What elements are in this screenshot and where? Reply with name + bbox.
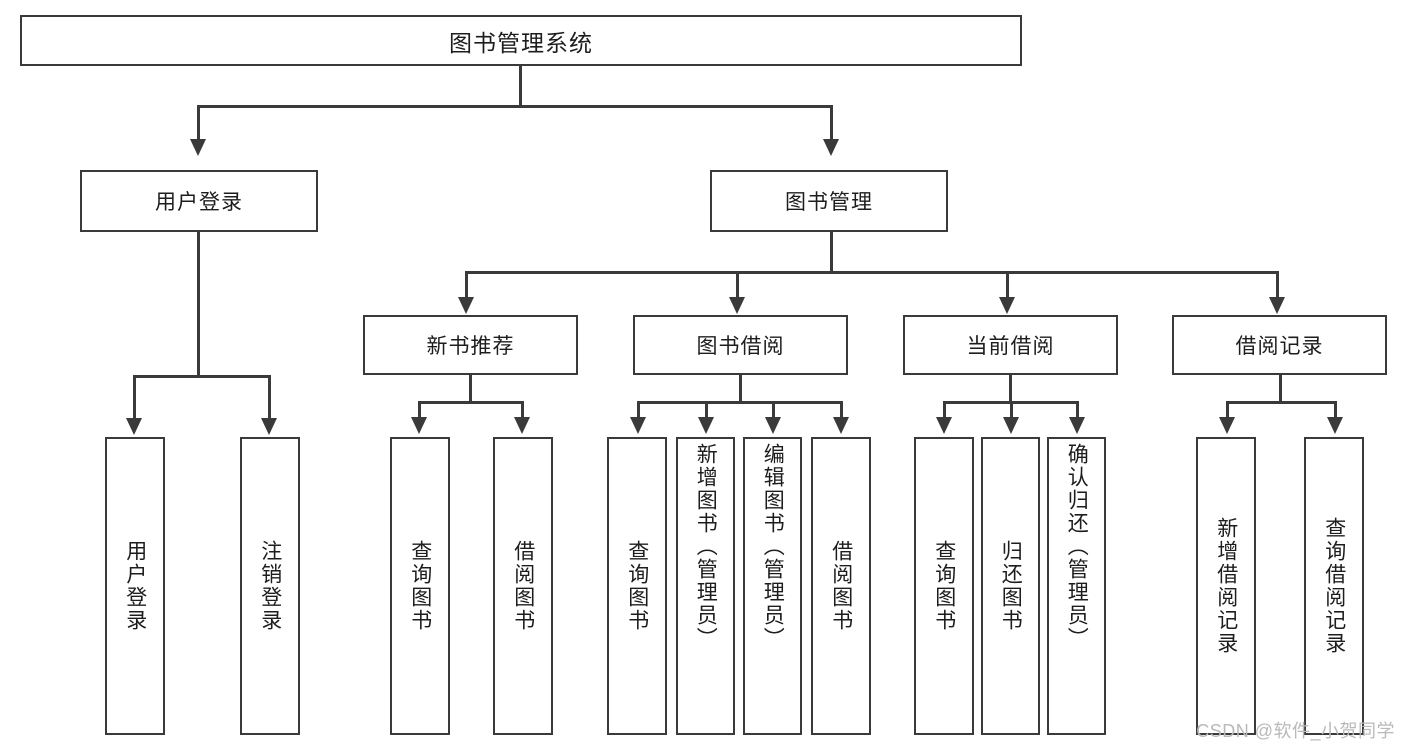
arrow-to-leaf-add-book — [698, 417, 714, 434]
connector-new-book-left — [418, 401, 421, 419]
leaf-query-book-current[interactable]: 查询图书 — [914, 437, 974, 735]
connector-book-management-bus — [465, 271, 1277, 274]
leaf-label: 用户登录 — [123, 540, 147, 632]
leaf-add-book[interactable]: 新增图书（管理员） — [676, 437, 735, 735]
leaf-query-borrow-record[interactable]: 查询借阅记录 — [1304, 437, 1364, 735]
node-label: 借阅记录 — [1235, 335, 1324, 358]
connector-bm-to-new-book — [465, 271, 468, 299]
leaf-label: 查询借阅记录 — [1322, 517, 1346, 655]
leaf-label: 注销登录 — [258, 540, 282, 632]
leaf-borrow-book-recommend[interactable]: 借阅图书 — [493, 437, 553, 735]
connector-cb-c1 — [943, 401, 946, 419]
leaf-user-login[interactable]: 用户登录 — [105, 437, 165, 735]
arrow-to-leaf-query-book-3 — [936, 417, 952, 434]
node-label: 用户登录 — [155, 191, 243, 214]
connector-cb-c3 — [1076, 401, 1079, 419]
arrow-to-leaf-confirm-return — [1069, 417, 1085, 434]
leaf-label: 借阅图书 — [829, 540, 853, 632]
connector-new-book-stem — [469, 375, 472, 402]
arrow-to-borrow-record — [1269, 297, 1285, 314]
connector-user-login-stem — [197, 232, 200, 376]
leaf-add-borrow-record[interactable]: 新增借阅记录 — [1196, 437, 1256, 735]
node-book-management-system[interactable]: 图书管理系统 — [20, 15, 1022, 66]
arrow-to-current-borrow — [999, 297, 1015, 314]
leaf-label: 查询图书 — [408, 540, 432, 632]
node-borrow-record[interactable]: 借阅记录 — [1172, 315, 1387, 375]
arrow-to-book-management — [823, 139, 839, 156]
leaf-label: 借阅图书 — [511, 540, 535, 632]
leaf-query-book-recommend[interactable]: 查询图书 — [390, 437, 450, 735]
connector-borrow-record-stem — [1279, 375, 1282, 402]
arrow-to-book-borrow — [729, 297, 745, 314]
leaf-label: 查询图书 — [932, 540, 956, 632]
leaf-label: 编辑图书（管理员） — [761, 443, 785, 650]
leaf-logout[interactable]: 注销登录 — [240, 437, 300, 735]
connector-new-book-right — [521, 401, 524, 419]
leaf-confirm-return[interactable]: 确认归还（管理员） — [1047, 437, 1106, 735]
connector-root-bus — [197, 105, 833, 108]
connector-bm-to-current-borrow — [1006, 271, 1009, 299]
connector-book-borrow-stem — [739, 375, 742, 402]
arrow-to-leaf-edit-book — [765, 417, 781, 434]
arrow-to-new-book — [458, 297, 474, 314]
leaf-return-book[interactable]: 归还图书 — [981, 437, 1040, 735]
leaf-query-book-borrow[interactable]: 查询图书 — [607, 437, 667, 735]
arrow-to-user-login — [190, 139, 206, 156]
connector-bb-c4 — [840, 401, 843, 419]
node-user-login[interactable]: 用户登录 — [80, 170, 318, 232]
leaf-edit-book[interactable]: 编辑图书（管理员） — [743, 437, 802, 735]
arrow-to-leaf-add-record — [1219, 417, 1235, 434]
leaf-label: 归还图书 — [999, 540, 1023, 632]
connector-cb-c2 — [1010, 401, 1013, 419]
arrow-to-leaf-query-record — [1327, 417, 1343, 434]
leaf-label: 确认归还（管理员） — [1065, 443, 1089, 650]
connector-current-borrow-stem — [1009, 375, 1012, 402]
arrow-to-leaf-query-book-2 — [630, 417, 646, 434]
node-book-management[interactable]: 图书管理 — [710, 170, 948, 232]
connector-br-c2 — [1334, 401, 1337, 419]
arrow-to-leaf-borrow-book-2 — [833, 417, 849, 434]
node-new-book-recommend[interactable]: 新书推荐 — [363, 315, 578, 375]
connector-bb-c3 — [772, 401, 775, 419]
connector-bm-to-book-borrow — [736, 271, 739, 299]
connector-root-stem — [519, 66, 522, 106]
connector-user-login-bus — [133, 375, 270, 378]
connector-user-login-left — [133, 375, 136, 420]
arrow-to-leaf-borrow-book-1 — [514, 417, 530, 434]
arrow-to-leaf-user-login — [126, 418, 142, 435]
node-label: 图书借阅 — [696, 335, 785, 358]
connector-book-management-stem — [830, 232, 833, 272]
node-label: 当前借阅 — [966, 335, 1055, 358]
connector-new-book-bus — [418, 401, 524, 404]
connector-root-to-user-login — [197, 105, 200, 141]
arrow-to-leaf-return-book — [1003, 417, 1019, 434]
node-book-borrow[interactable]: 图书借阅 — [633, 315, 848, 375]
connector-book-borrow-bus — [637, 401, 842, 404]
node-current-borrow[interactable]: 当前借阅 — [903, 315, 1118, 375]
connector-br-c1 — [1226, 401, 1229, 419]
connector-user-login-right — [268, 375, 271, 420]
leaf-label: 新增借阅记录 — [1214, 517, 1238, 655]
node-label: 图书管理系统 — [449, 29, 593, 56]
leaf-label: 新增图书（管理员） — [694, 443, 718, 650]
connector-bb-c2 — [705, 401, 708, 419]
connector-borrow-record-bus — [1226, 401, 1336, 404]
node-label: 图书管理 — [785, 191, 873, 214]
leaf-borrow-book[interactable]: 借阅图书 — [811, 437, 871, 735]
leaf-label: 查询图书 — [625, 540, 649, 632]
arrow-to-leaf-query-book-1 — [411, 417, 427, 434]
connector-bm-to-borrow-record — [1276, 271, 1279, 299]
node-label: 新书推荐 — [426, 335, 515, 358]
connector-bb-c1 — [637, 401, 640, 419]
arrow-to-leaf-logout — [261, 418, 277, 435]
connector-root-to-book-management — [830, 105, 833, 141]
